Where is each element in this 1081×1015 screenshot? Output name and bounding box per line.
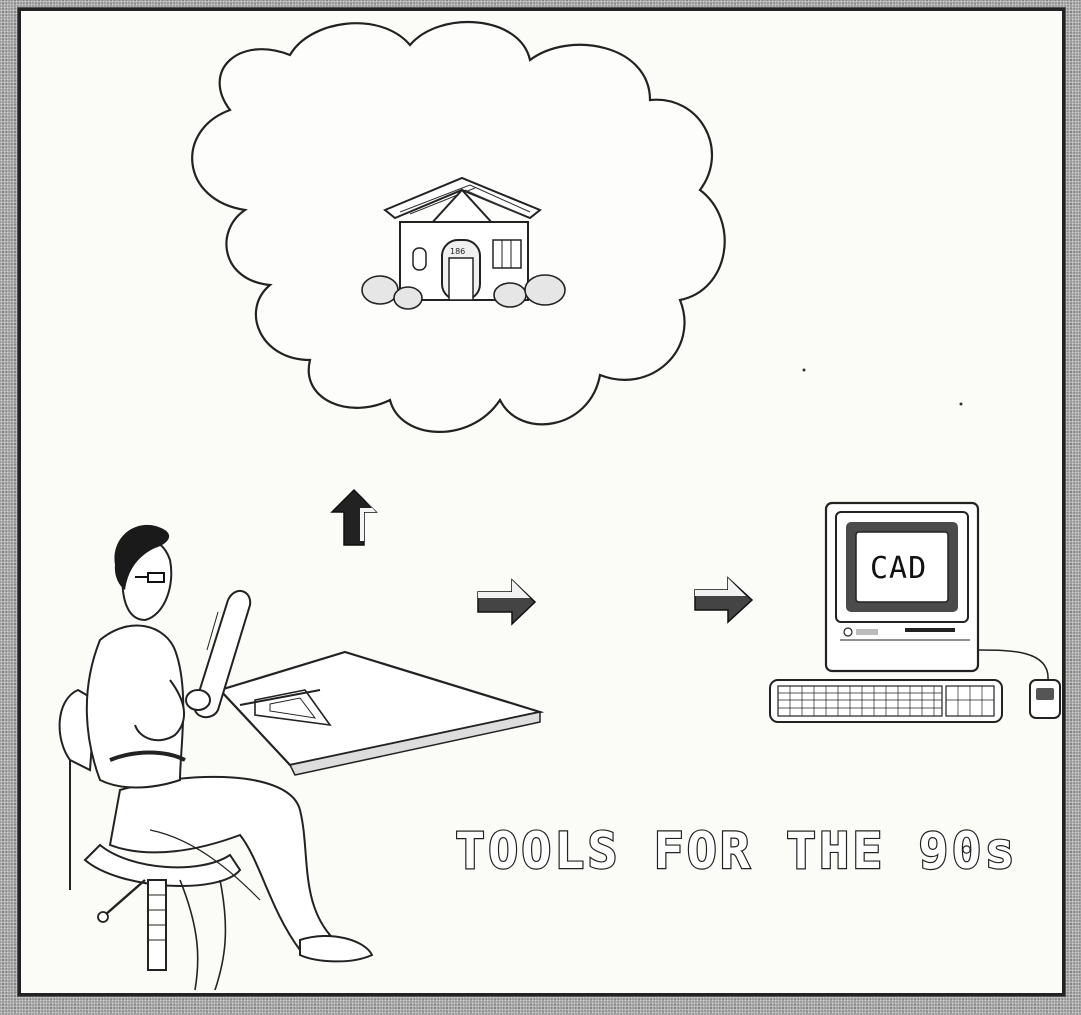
right-arrow-icon — [478, 580, 535, 624]
screen-label: CAD — [870, 551, 927, 586]
right-arrow-icon-2 — [695, 578, 752, 622]
man-head — [114, 525, 171, 620]
drafting-table — [220, 652, 540, 775]
headline: TOOLS FOR THE 90s — [455, 822, 1018, 880]
computer-icon: CAD — [826, 503, 978, 671]
hand — [186, 690, 210, 710]
house-number: 186 — [450, 247, 465, 256]
keyboard-icon — [770, 680, 1002, 722]
up-arrow-icon — [332, 490, 376, 545]
